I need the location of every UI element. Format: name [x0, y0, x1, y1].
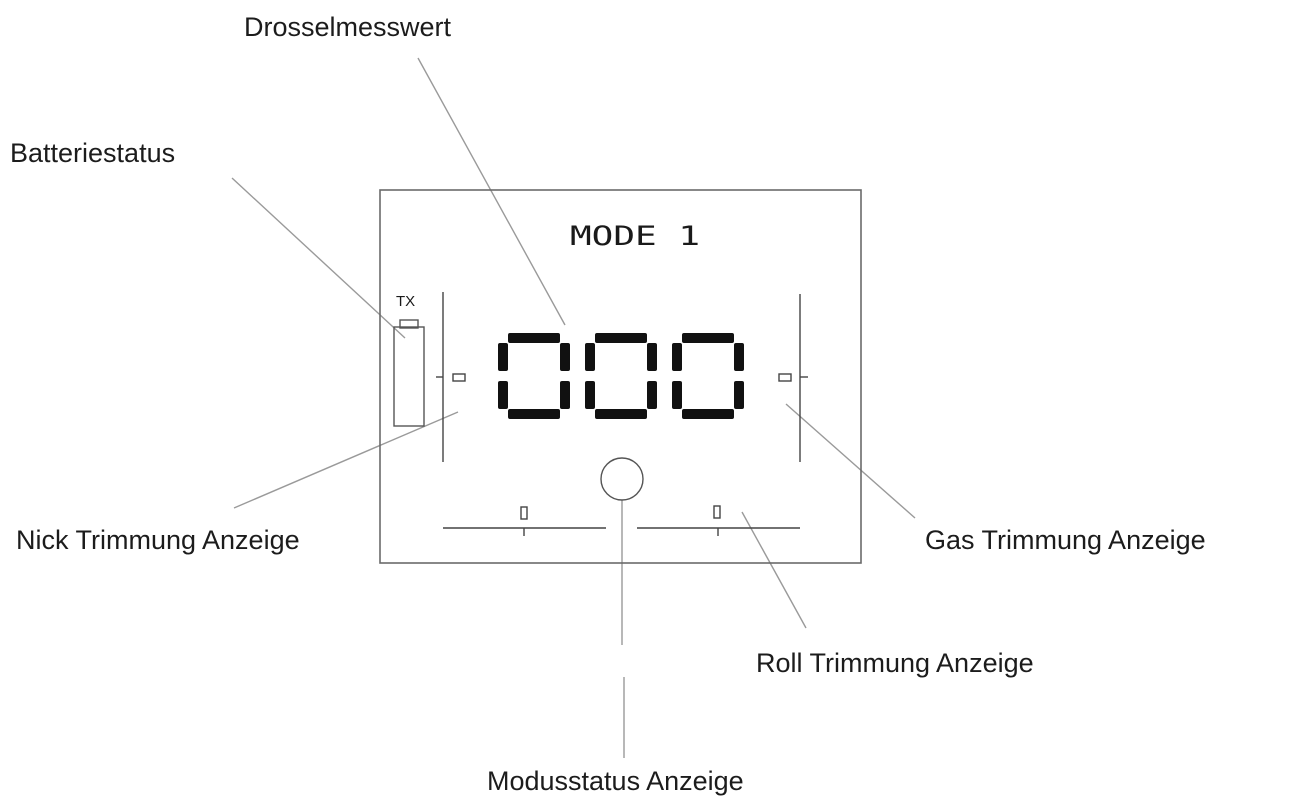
seven-segment-digit: [585, 333, 657, 419]
digit-segment-b: [560, 343, 570, 371]
mode-status-indicator: [600, 457, 644, 501]
digit-segment-a: [508, 333, 560, 343]
tx-label: TX: [396, 293, 415, 310]
seven-segment-digit: [498, 333, 570, 419]
nick-trim-bar: [436, 292, 466, 462]
digit-segment-c: [647, 381, 657, 409]
digit-segment-f: [672, 343, 682, 371]
mode-status-label: Modusstatus Anzeige: [487, 766, 744, 796]
nick-trim-label: Nick Trimmung Anzeige: [16, 525, 300, 555]
gas-trim-marker: [778, 373, 792, 382]
digit-segment-d: [508, 409, 560, 419]
leader-line-battery: [231, 177, 406, 339]
leader-line-nick: [233, 411, 459, 509]
digit-segment-e: [672, 381, 682, 409]
throttle-digits: [498, 333, 744, 419]
leader-line-gas: [785, 403, 916, 519]
digit-segment-a: [595, 333, 647, 343]
gas-trim-label: Gas Trimmung Anzeige: [925, 525, 1206, 555]
digit-segment-f: [498, 343, 508, 371]
bottom-left-trim-bar: [443, 506, 606, 536]
roll-trim-label: Roll Trimmung Anzeige: [756, 648, 1034, 678]
digit-segment-e: [498, 381, 508, 409]
digit-segment-c: [560, 381, 570, 409]
digit-segment-c: [734, 381, 744, 409]
digit-segment-b: [734, 343, 744, 371]
leader-line-throttle: [417, 57, 566, 326]
digit-segment-f: [585, 343, 595, 371]
battery-icon: [393, 319, 425, 427]
lcd-screen-frame: [379, 189, 862, 564]
leader-line-roll: [741, 511, 807, 629]
leader-lines: [231, 57, 916, 758]
digit-segment-d: [682, 409, 734, 419]
roll-trim-marker: [713, 505, 721, 519]
gas-trim-bar: [778, 294, 808, 462]
bottom-left-trim-marker: [520, 506, 528, 520]
digit-segment-e: [585, 381, 595, 409]
nick-trim-marker: [452, 373, 466, 382]
digit-segment-d: [595, 409, 647, 419]
digit-segment-b: [647, 343, 657, 371]
roll-trim-bar: [637, 505, 800, 536]
mode-text: MODE 1: [570, 221, 700, 252]
throttle-value-label: Drosselmesswert: [244, 12, 452, 42]
digit-segment-a: [682, 333, 734, 343]
battery-status-label: Batteriestatus: [10, 138, 176, 168]
seven-segment-digit: [672, 333, 744, 419]
